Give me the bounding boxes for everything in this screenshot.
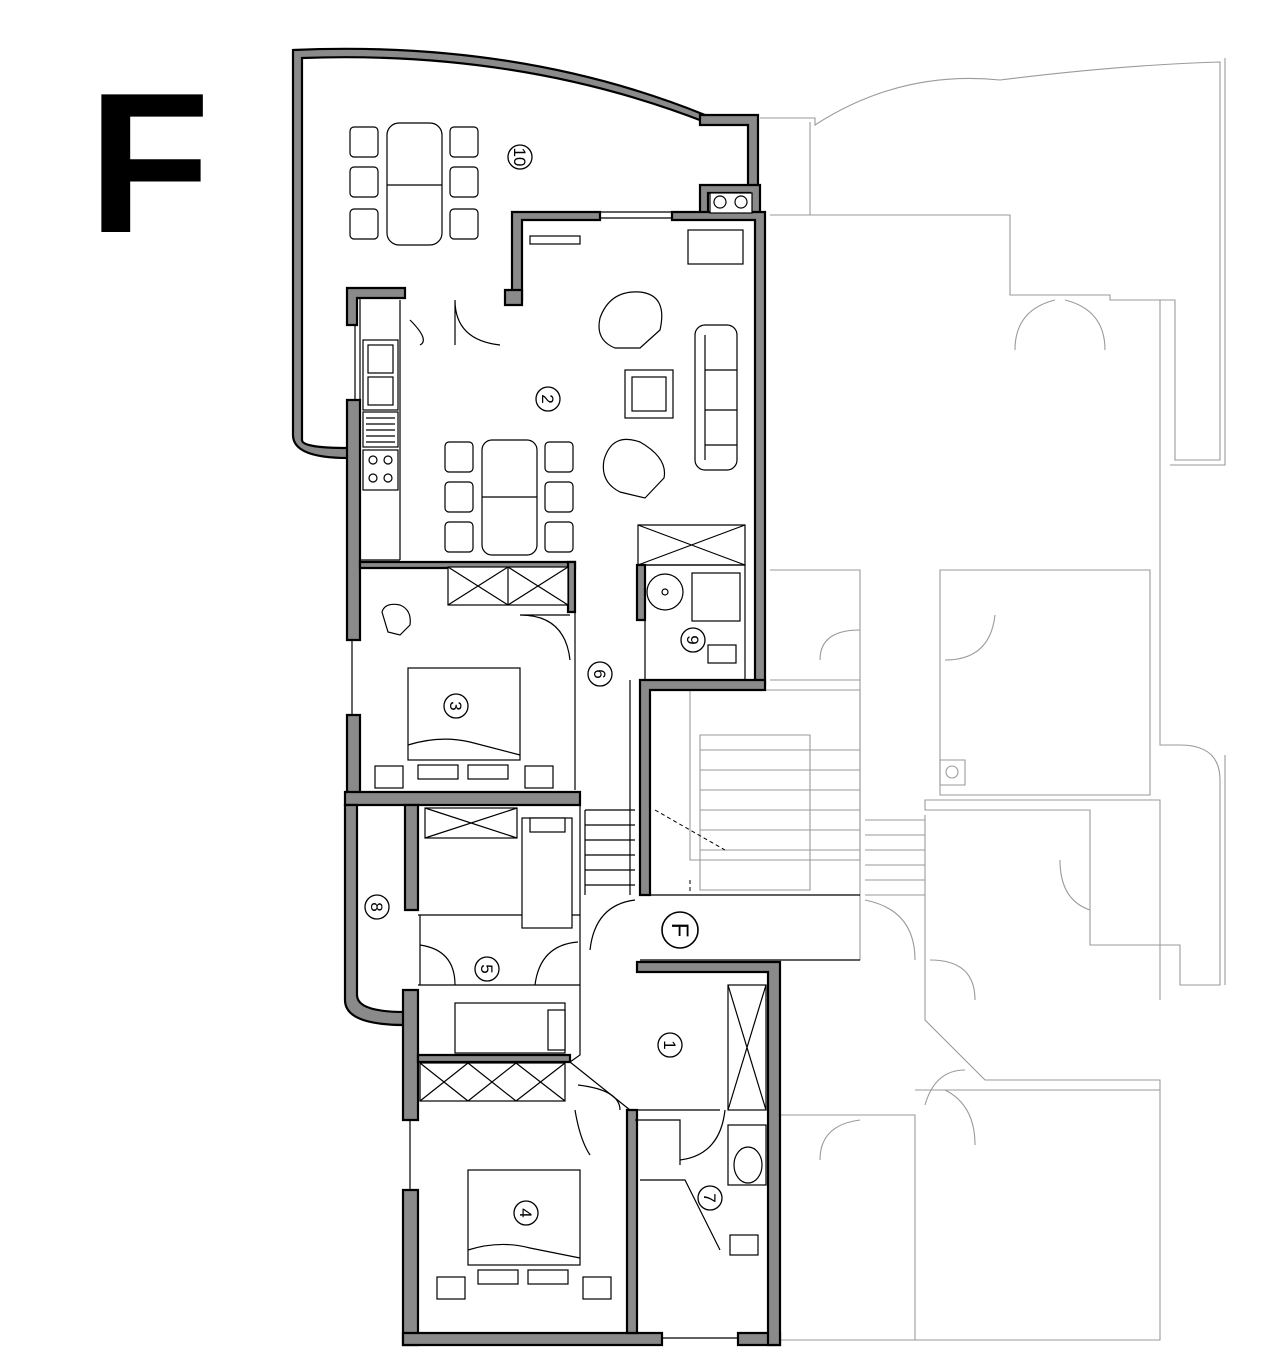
chair <box>349 208 379 240</box>
neighbour-stairs <box>700 749 925 896</box>
svg-text:5: 5 <box>477 964 496 973</box>
room-label-4: 4 <box>513 1200 539 1226</box>
bath-7-fixtures <box>640 984 767 1256</box>
svg-text:9: 9 <box>683 635 702 644</box>
bedroom-3-furniture <box>374 566 569 789</box>
svg-text:10: 10 <box>510 148 529 167</box>
bathroom-9-fixtures <box>646 572 741 664</box>
room-label-5: 5 <box>474 956 500 982</box>
armchair <box>598 291 663 349</box>
room-label-9: 9 <box>680 627 706 653</box>
svg-text:4: 4 <box>516 1208 535 1217</box>
svg-text:F: F <box>666 923 693 938</box>
terrace-dining-set <box>349 122 479 246</box>
kitchen-fixtures <box>362 192 753 491</box>
chair <box>449 208 479 240</box>
room-label-10: 10 <box>507 144 533 170</box>
svg-text:8: 8 <box>367 902 386 911</box>
chair <box>349 166 379 198</box>
doors <box>409 299 726 1165</box>
bedroom-4-furniture <box>419 1062 612 1300</box>
svg-text:7: 7 <box>700 1193 719 1202</box>
living-room-furniture <box>444 291 738 556</box>
svg-text:1: 1 <box>660 1040 679 1049</box>
chair <box>449 126 479 158</box>
room-label-1: 1 <box>657 1032 683 1058</box>
room-label-6: 6 <box>587 661 613 687</box>
armchair <box>602 438 666 499</box>
chair <box>449 166 479 198</box>
chair <box>349 126 379 158</box>
apartment-letter: F <box>88 52 211 275</box>
sofa <box>694 324 738 471</box>
svg-text:3: 3 <box>446 701 465 710</box>
stairs <box>584 809 726 895</box>
room-5-furniture <box>424 807 573 1054</box>
stair-marker: F <box>661 911 699 949</box>
svg-text:2: 2 <box>538 394 557 403</box>
room-label-7: 7 <box>697 1185 723 1211</box>
svg-text:6: 6 <box>590 669 609 678</box>
room-label-2: 2 <box>535 386 561 412</box>
neighbour-apartment-outline <box>689 58 1226 1341</box>
room-label-8: 8 <box>364 894 390 920</box>
room-label-3: 3 <box>443 693 469 719</box>
